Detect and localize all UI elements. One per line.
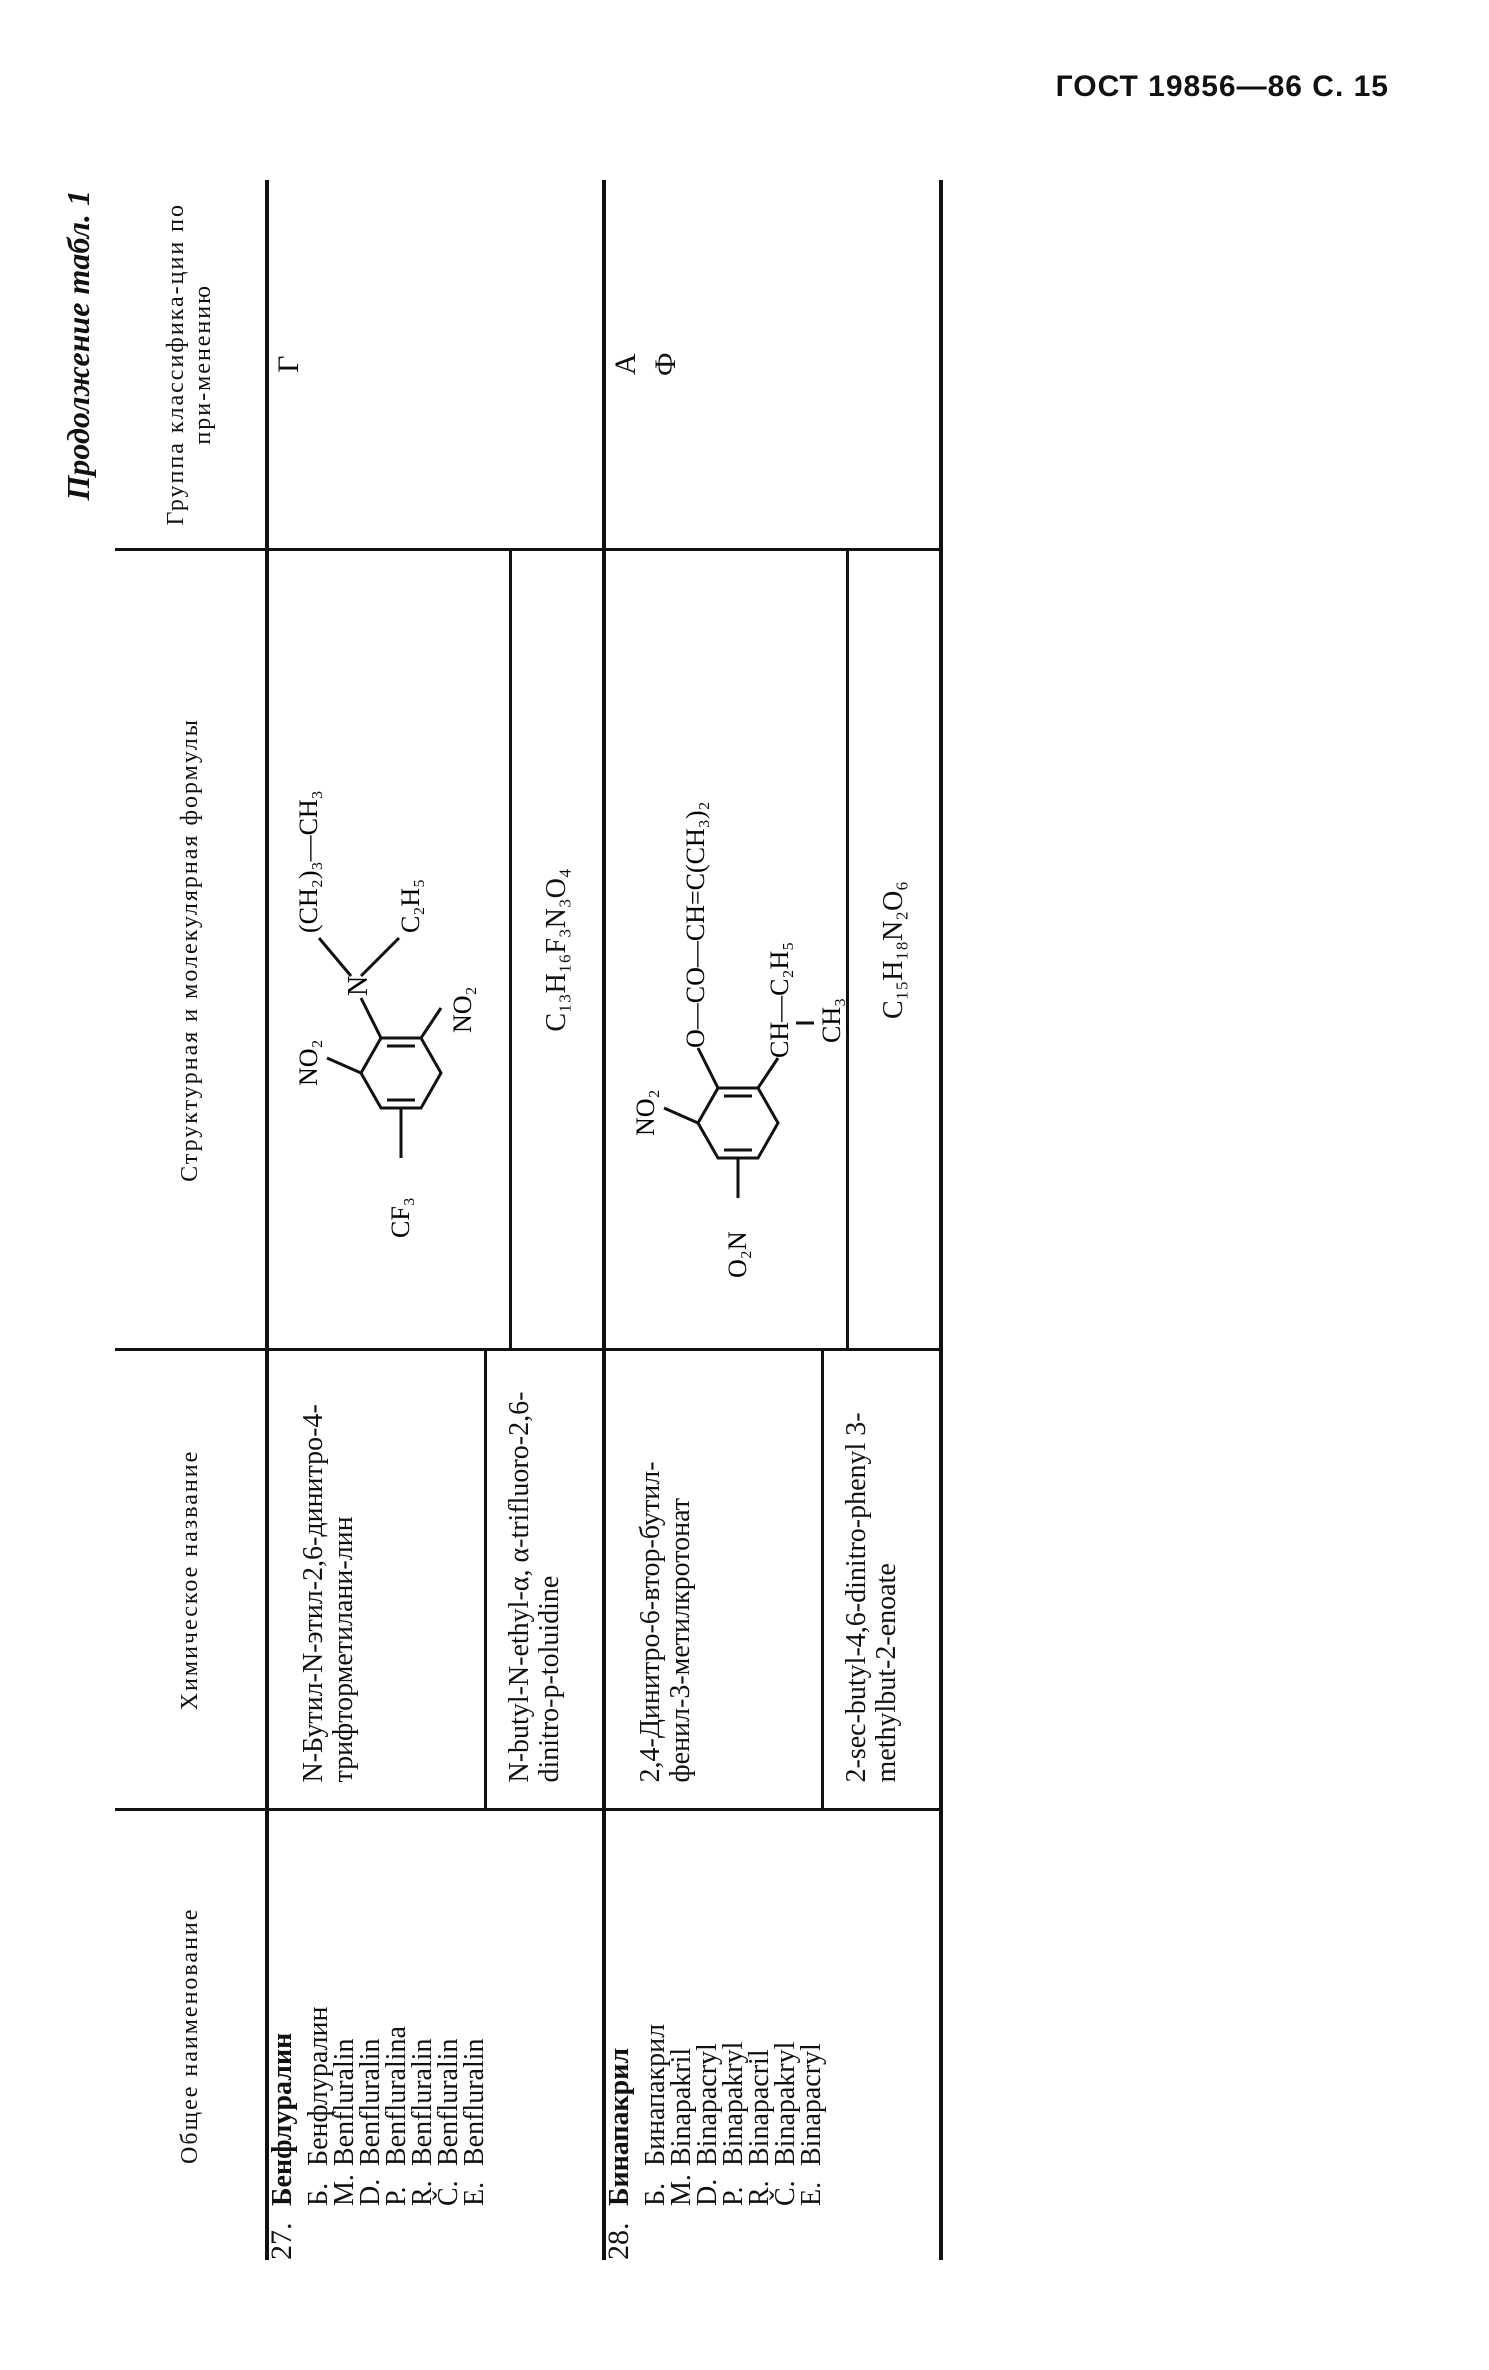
entry-number: 28.: [602, 2222, 635, 2261]
benzene-ring: [359, 1037, 443, 1110]
synonym-item: E.Binapacryl: [796, 2043, 827, 2206]
structure-diagram-benfluralin: CF₃ NO₂ N (CH₂)₃—CH₃ C₂H₅ NO₂: [294, 791, 477, 1239]
chemical-name-ru: 2,4-Динитро-6-втор-бутил-фенил-3-метилкр…: [606, 1351, 824, 1809]
label-no2: NO₂: [631, 1090, 660, 1137]
chemical-name-cell: 2,4-Динитро-6-втор-бутил-фенил-3-метилкр…: [604, 1350, 941, 1810]
entry-number: 27.: [265, 2222, 298, 2261]
table-row: 28. Бинапакрил Б.Бинапакрил М.Binapakril …: [602, 180, 941, 2261]
entry-title: Бинапакрил: [604, 2047, 635, 2206]
chemical-name-ru: N-Бутил-N-этил-2,6-динитро-4-трифтормети…: [269, 1351, 487, 1809]
common-name-cell: 27. Бенфлуралин Б.Бенфлуралин М.Benflural…: [265, 1810, 604, 2261]
benzene-ring: [696, 1087, 780, 1160]
structure-diagram-binapacryl: O₂N NO₂ O—CO—CH=C(CH₃)₂ CH—C₂H₅ CH₃: [631, 802, 846, 1279]
label-cf3: CF₃: [386, 1198, 415, 1239]
group-value: А: [609, 353, 642, 376]
table-header-row: Общее наименование Химическое название С…: [115, 180, 267, 2260]
label-n: N: [343, 976, 374, 996]
label-ester: O—CO—CH=C(CH₃)₂: [681, 802, 710, 1049]
synonym-list: Б.Бинапакрил М.Binapakril D.Binapacryl P…: [640, 1812, 827, 2206]
rotated-table-area: Продолжение табл. 1 Общее наименование Х…: [60, 150, 1420, 2280]
formula-cell: CF₃ NO₂ N (CH₂)₃—CH₃ C₂H₅ NO₂ C₁₃H₁₆F₃N₃…: [267, 550, 604, 1350]
structural-formula: CF₃ NO₂ N (CH₂)₃—CH₃ C₂H₅ NO₂: [269, 551, 512, 1349]
synonym-item: E.Benfluralin: [459, 2038, 490, 2206]
classification-table: Общее наименование Химическое название С…: [115, 180, 943, 2260]
entry-title: Бенфлуралин: [267, 2032, 298, 2206]
molecular-formula: C₁₃H₁₆F₃N₃O₄: [541, 868, 572, 1032]
label-ch3: CH₃: [817, 998, 846, 1043]
group-value: Г: [272, 355, 305, 373]
chemical-name-cell: N-Бутил-N-этил-2,6-динитро-4-трифтормети…: [267, 1350, 604, 1810]
label-ethyl: C₂H₅: [396, 879, 425, 933]
label-o2n: O₂N: [723, 1232, 752, 1279]
group-value: Ф: [649, 352, 682, 377]
label-no2-top: NO₂: [294, 1040, 323, 1087]
table-row: 27. Бенфлуралин Б.Бенфлуралин М.Benflural…: [265, 180, 604, 2261]
table-caption: Продолжение табл. 1: [60, 190, 96, 501]
column-header-group: Группа классифика-ции по при-менению: [115, 180, 267, 550]
label-sec-butyl: CH—C₂H₅: [765, 942, 794, 1058]
page-header: ГОСТ 19856—86 С. 15: [1055, 70, 1389, 103]
label-no2-bottom: NO₂: [448, 987, 477, 1034]
column-header-formula: Структурная и молекулярная формулы: [115, 550, 267, 1350]
molecular-formula: C₁₅H₁₈N₂O₆: [878, 881, 909, 1019]
column-header-chemical-name: Химическое название: [115, 1350, 267, 1810]
group-cell: Г: [267, 180, 604, 550]
rotated-page: Продолжение табл. 1 Общее наименование Х…: [60, 150, 1420, 2280]
group-cell: А Ф: [604, 180, 941, 550]
label-butyl: (CH₂)₃—CH₃: [294, 791, 323, 934]
chemical-name-en: N-butyl-N-ethyl-α, α-trifluoro-2,6-dinit…: [504, 1391, 565, 1783]
formula-cell: O₂N NO₂ O—CO—CH=C(CH₃)₂ CH—C₂H₅ CH₃ C₁₅H…: [604, 550, 941, 1350]
synonym-list: Б.Бенфлуралин М.Benfluralin D.Benflurali…: [303, 1812, 490, 2206]
column-header-common-name: Общее наименование: [115, 1810, 267, 2260]
chemical-name-en: 2-sec-butyl-4,6-dinitro-phenyl 3-methylb…: [841, 1412, 902, 1783]
structural-formula: O₂N NO₂ O—CO—CH=C(CH₃)₂ CH—C₂H₅ CH₃: [606, 551, 849, 1349]
common-name-cell: 28. Бинапакрил Б.Бинапакрил М.Binapakril …: [602, 1810, 941, 2261]
